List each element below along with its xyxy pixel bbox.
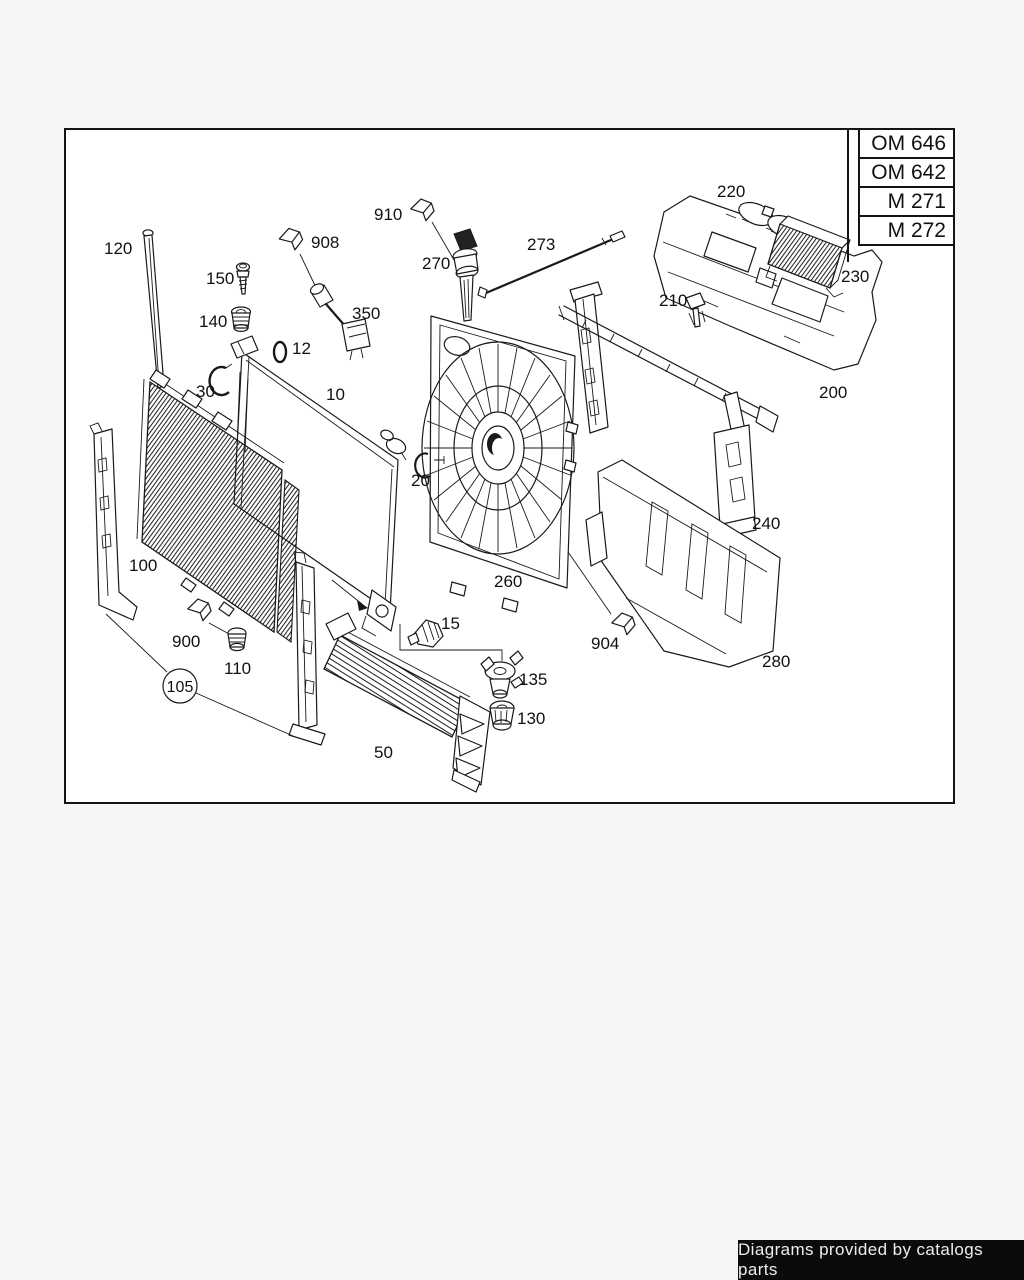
part-label-20: 20: [411, 471, 430, 490]
part-radiator-50: [323, 612, 491, 793]
part-labels: 120 150 140 908 910 270 273 220 230 210 …: [104, 182, 869, 762]
part-sensor-270: [452, 228, 479, 322]
part-label-260: 260: [494, 572, 522, 591]
part-lower-panel-280: [585, 459, 781, 668]
part-bushing-110: [227, 627, 247, 652]
part-label-140: 140: [199, 312, 227, 331]
part-mount-bracket-center: [288, 551, 326, 746]
part-label-270: 270: [422, 254, 450, 273]
part-label-150: 150: [206, 269, 234, 288]
part-label-230: 230: [841, 267, 869, 286]
part-label-12: 12: [292, 339, 311, 358]
part-clip-210: [685, 292, 706, 328]
engine-variant-om642: OM 642: [858, 157, 955, 188]
part-label-100: 100: [129, 556, 157, 575]
part-label-15: 15: [441, 614, 460, 633]
diagram-frame: 105: [64, 128, 955, 804]
part-clip-20: [414, 452, 445, 479]
part-label-10: 10: [326, 385, 345, 404]
part-cap-130: [489, 700, 515, 731]
part-sensor-350: [309, 283, 371, 361]
part-label-135: 135: [519, 670, 547, 689]
part-label-30: 30: [196, 382, 215, 401]
part-label-900: 900: [172, 632, 200, 651]
part-label-110: 110: [224, 659, 251, 678]
engine-variant-om646: OM 646: [858, 128, 955, 159]
callout-105: 105: [105, 613, 294, 737]
part-screw: [235, 262, 251, 295]
marker-flag-900: [186, 597, 213, 623]
part-side-rail: [569, 281, 609, 434]
cooling-system-exploded-diagram: 105: [89, 182, 883, 793]
part-block-230: [765, 215, 851, 298]
part-label-50: 50: [374, 743, 393, 762]
engine-variant-m271: M 271: [858, 186, 955, 217]
part-cap-135: [480, 650, 524, 699]
part-label-105: 105: [167, 679, 194, 696]
part-label-350: 350: [352, 304, 380, 323]
part-grommet: [230, 306, 252, 333]
part-label-273: 273: [527, 235, 555, 254]
part-label-220: 220: [717, 182, 745, 201]
part-fan-shroud-260: [421, 315, 579, 613]
part-upper-panel-200: [653, 195, 883, 371]
part-label-904: 904: [591, 634, 619, 653]
part-condenser-100: [136, 369, 300, 644]
part-oring: [272, 340, 288, 364]
part-label-240: 240: [752, 514, 780, 533]
marker-flag-908: [277, 226, 305, 253]
part-label-200: 200: [819, 383, 847, 402]
engine-table-flank-line: [847, 128, 849, 262]
part-label-120: 120: [104, 239, 132, 258]
engine-variant-table: OM 646 OM 642 M 271 M 272: [858, 128, 955, 246]
part-label-908: 908: [311, 233, 339, 252]
part-label-130: 130: [517, 709, 545, 728]
engine-variant-m272: M 272: [858, 215, 955, 246]
part-mount-bracket-left: [89, 422, 138, 621]
part-clip-30: [208, 363, 233, 397]
part-plug-15: [407, 619, 444, 648]
part-label-910: 910: [374, 205, 402, 224]
part-label-280: 280: [762, 652, 790, 671]
part-dipstick: [142, 229, 165, 389]
marker-flag-910: [409, 197, 436, 223]
part-label-210: 210: [659, 291, 687, 310]
footer-credit-text: Diagrams provided by catalogs parts: [738, 1240, 983, 1279]
part-rod-273: [477, 230, 626, 299]
part-bracket-240: [713, 391, 757, 539]
footer-credit-bar: Diagrams provided by catalogs parts: [738, 1240, 1024, 1280]
marker-flag-904: [610, 611, 637, 637]
